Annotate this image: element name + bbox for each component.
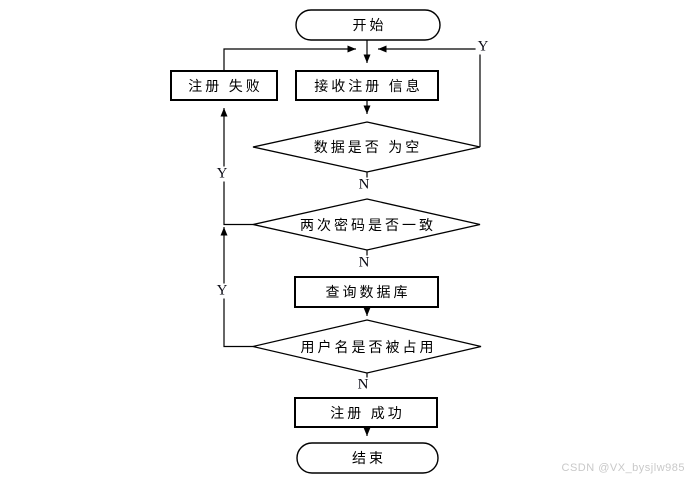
edge-username-taken-yes — [220, 227, 253, 348]
register-fail-label: 注册 失败 — [188, 79, 263, 95]
password-match-decision-shape — [252, 198, 481, 251]
query-database-process-shape — [294, 276, 439, 308]
register-fail-process-shape — [170, 70, 278, 101]
receive-register-info-process-shape — [295, 70, 439, 101]
branch-label-data-empty-yes: Y — [475, 38, 491, 55]
receive-register-info-label: 接收注册 信息 — [314, 79, 423, 95]
end-terminator-shape — [296, 442, 439, 474]
password-match-check-label: 两次密码是否一致 — [300, 218, 436, 234]
end-label: 结束 — [352, 452, 386, 467]
branch-label-data-empty-no: N — [356, 176, 372, 193]
branch-label-username-taken-yes: Y — [214, 282, 230, 299]
username-taken-decision-shape — [252, 319, 482, 374]
branch-label-username-taken-no: N — [355, 376, 371, 393]
data-empty-decision-shape — [252, 121, 481, 173]
csdn-watermark: CSDN @VX_bysjlw985 — [561, 462, 685, 474]
branch-label-password-match-yes: Y — [214, 165, 230, 182]
register-success-label: 注册 成功 — [330, 406, 405, 422]
username-taken-check-label: 用户名是否被占用 — [300, 340, 437, 356]
edge-fail-return — [223, 45, 356, 71]
branch-label-password-match-no: N — [356, 254, 372, 271]
start-terminator-shape — [295, 9, 441, 41]
register-success-process-shape — [294, 397, 438, 428]
data-empty-check-label: 数据是否 为空 — [313, 141, 423, 156]
start-label: 开始 — [352, 19, 387, 34]
query-database-label: 查询数据库 — [325, 286, 411, 301]
edge-password-match-yes — [220, 108, 253, 226]
